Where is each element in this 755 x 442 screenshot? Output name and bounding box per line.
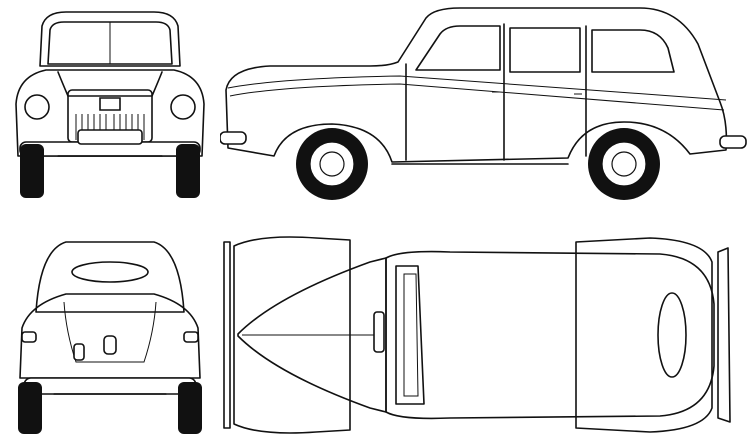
rear-trunk-lid	[64, 302, 156, 362]
rear-right-tire	[178, 382, 202, 434]
front-license-plate	[78, 130, 142, 144]
rear-window	[72, 262, 148, 282]
right-tail-light	[184, 332, 198, 342]
rear-roof-outline	[36, 242, 184, 312]
rear-body-outline	[20, 294, 200, 378]
side-view-drawing	[220, 4, 750, 200]
top-front-fenders	[234, 237, 350, 433]
rear-emblem	[104, 336, 116, 354]
front-left-tire	[20, 144, 44, 198]
left-tail-light	[22, 332, 36, 342]
front-view	[6, 4, 214, 204]
top-windshield	[396, 266, 424, 404]
top-windshield-inner	[404, 274, 418, 396]
left-headlight	[25, 95, 49, 119]
top-rear-bumper	[718, 248, 730, 422]
side-belt-line-lower	[230, 84, 724, 110]
top-rear-window	[658, 293, 686, 377]
top-view-drawing	[220, 232, 750, 438]
rear-view	[6, 232, 214, 438]
side-rear-hubcap	[612, 152, 636, 176]
right-headlight	[171, 95, 195, 119]
top-rear-fenders	[576, 238, 712, 432]
rear-door-window	[510, 28, 580, 72]
side-body-outline	[226, 8, 726, 162]
side-belt-line	[228, 76, 726, 100]
top-cab-outline	[386, 252, 714, 419]
front-view-drawing	[6, 4, 214, 198]
top-front-bumper	[224, 242, 230, 428]
quarter-window	[592, 30, 674, 72]
side-rear-bumper	[720, 136, 746, 148]
front-right-tire	[176, 144, 200, 198]
side-view	[220, 4, 750, 204]
front-hood-line	[58, 72, 162, 96]
rear-license-light	[74, 344, 84, 360]
rear-view-drawing	[18, 232, 202, 434]
top-view	[220, 232, 750, 438]
grille-emblem	[100, 98, 120, 110]
side-front-hubcap	[320, 152, 344, 176]
rear-bumper	[24, 378, 196, 394]
front-windshield	[48, 22, 172, 64]
front-body-outline	[16, 70, 204, 156]
top-cowl-vent	[374, 312, 384, 352]
side-front-bumper	[220, 132, 246, 144]
front-door-window	[416, 26, 500, 70]
rear-left-tire	[18, 382, 42, 434]
front-cab-outline	[40, 12, 180, 66]
